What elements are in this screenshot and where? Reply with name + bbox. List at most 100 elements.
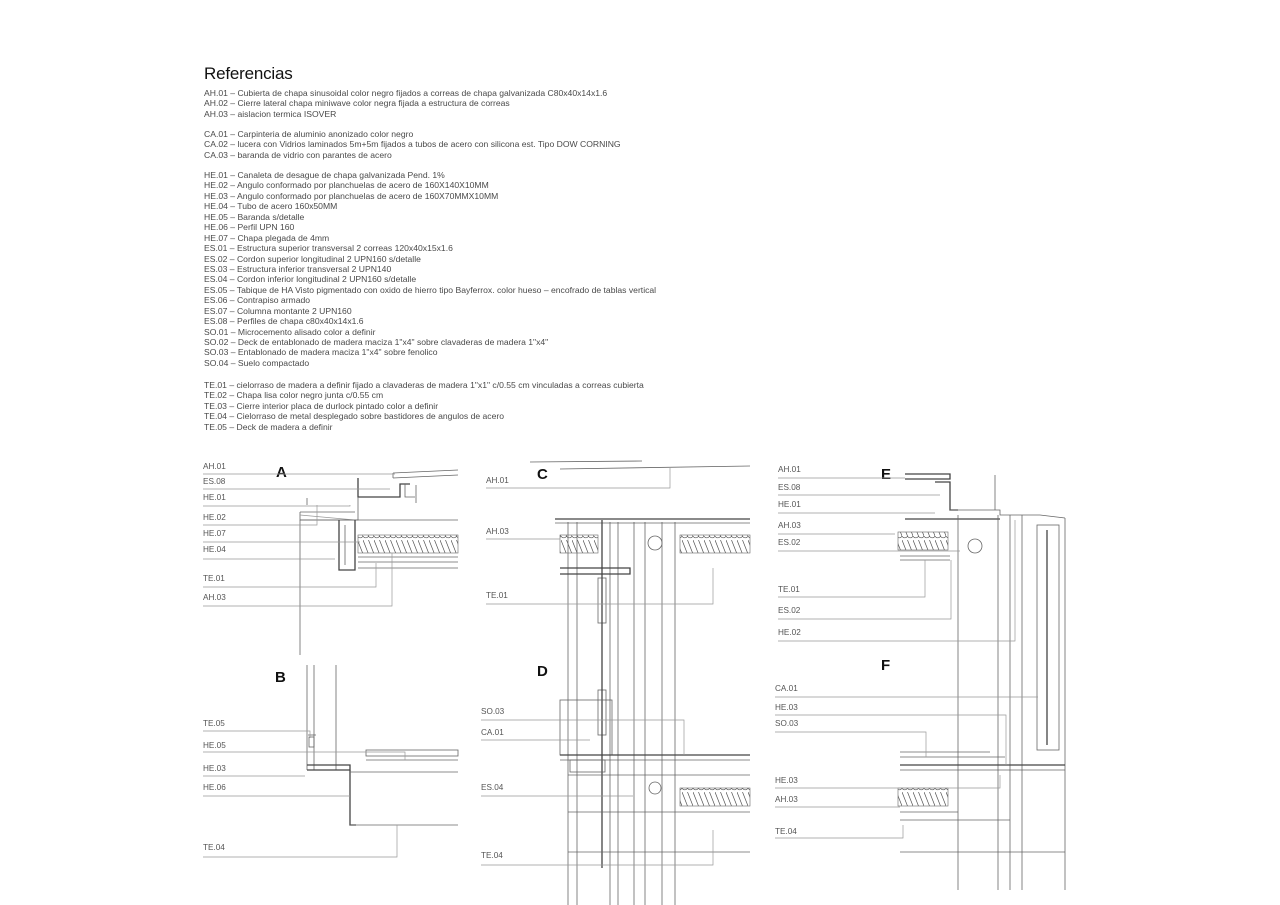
callout-label: HE.05 xyxy=(203,741,226,750)
drawing-line xyxy=(307,764,351,771)
reference-item: HE.05 – Baranda s/detalle xyxy=(204,211,305,222)
callout-label: TE.05 xyxy=(203,719,225,728)
reference-item: ES.01 – Estructura superior transversal … xyxy=(204,243,453,254)
reference-item: HE.07 – Chapa plegada de 4mm xyxy=(204,232,330,243)
callout-label: AH.03 xyxy=(775,795,798,804)
insulation xyxy=(679,787,751,807)
reference-item: SO.03 – Entablonado de madera maciza 1"x… xyxy=(204,347,438,358)
insulation xyxy=(897,787,949,807)
reference-item: CA.02 – lucera con Vidrios laminados 5m+… xyxy=(204,139,621,150)
references-ca: CA.01 – Carpinteria de aluminio anonizad… xyxy=(204,129,621,160)
reference-item: CA.03 – baranda de vidrio con parantes d… xyxy=(204,149,392,160)
reference-item: SO.04 – Suelo compactado xyxy=(204,357,310,368)
callout-label: ES.08 xyxy=(203,477,226,486)
drawing-line xyxy=(950,509,1066,519)
tube-section xyxy=(647,535,663,551)
leader-line xyxy=(203,563,377,588)
reference-item: HE.02 – Angulo conformado por planchuela… xyxy=(204,180,489,191)
leader-line xyxy=(203,825,398,858)
callout-label: HE.03 xyxy=(775,776,798,785)
reference-item: TE.03 – Cierre interior placa de durlock… xyxy=(204,400,439,411)
reference-item: ES.03 – Estructura inferior transversal … xyxy=(204,263,392,274)
reference-item: AH.02 – Cierre lateral chapa miniwave co… xyxy=(204,98,510,109)
reference-item: ES.04 – Cordon inferior longitudinal 2 U… xyxy=(204,274,417,285)
insulation xyxy=(679,534,751,554)
callout-label: HE.01 xyxy=(203,493,226,502)
drawing-shape xyxy=(308,736,315,748)
callout-label: TE.04 xyxy=(481,851,503,860)
reference-item: AH.03 – aislacion termica ISOVER xyxy=(204,108,337,119)
callout-label: TE.04 xyxy=(203,843,225,852)
detail-title-a: A xyxy=(276,464,287,481)
reference-item: HE.04 – Tubo de acero 160x50MM xyxy=(204,201,338,212)
callout-label: SO.03 xyxy=(481,707,505,716)
drawing-line xyxy=(404,484,415,498)
drawing-line xyxy=(392,469,459,474)
reference-item: ES.06 – Contrapiso armado xyxy=(204,295,311,306)
leader-line xyxy=(203,730,311,738)
reference-item: HE.06 – Perfil UPN 160 xyxy=(204,222,295,233)
leader-line xyxy=(775,714,1007,765)
callout-label: SO.03 xyxy=(775,719,799,728)
tube-section xyxy=(967,538,983,554)
callout-label: CA.01 xyxy=(775,684,798,693)
drawing-shape xyxy=(569,759,606,773)
detail-title-b: B xyxy=(275,669,286,686)
callout-label: TE.01 xyxy=(486,591,508,600)
leader-line xyxy=(778,560,952,620)
page-title: Referencias xyxy=(204,64,293,83)
reference-item: TE.05 – Deck de madera a definir xyxy=(204,421,333,432)
drawing-line xyxy=(357,478,410,498)
callout-label: ES.02 xyxy=(778,538,801,547)
leader-line xyxy=(203,553,393,607)
reference-item: ES.05 – Tabique de HA Visto pigmentado c… xyxy=(204,284,657,295)
leader-line xyxy=(486,568,714,605)
drawing-line xyxy=(559,465,751,470)
reference-item: TE.02 – Chapa lisa color negro junta c/0… xyxy=(204,390,384,401)
callout-label: AH.03 xyxy=(203,593,226,602)
drawing-line xyxy=(299,514,356,521)
drawing-line xyxy=(560,567,631,575)
callout-label: AH.03 xyxy=(486,527,509,536)
leader-line xyxy=(203,751,406,760)
detail-title-f: F xyxy=(881,657,890,674)
detail-title-e: E xyxy=(881,466,891,483)
callout-label: AH.01 xyxy=(778,465,801,474)
leader-line xyxy=(778,520,1016,642)
callout-label: HE.02 xyxy=(778,628,801,637)
reference-item: TE.01 – cielorraso de madera a definir f… xyxy=(204,380,644,390)
callout-label: ES.08 xyxy=(778,483,801,492)
callout-label: AH.01 xyxy=(203,462,226,471)
callout-label: ES.02 xyxy=(778,606,801,615)
leader-line xyxy=(203,505,318,526)
leader-line xyxy=(775,825,904,839)
reference-item: HE.03 – Angulo conformado por planchuela… xyxy=(204,190,499,201)
callout-label: ES.04 xyxy=(481,783,504,792)
callout-label: AH.03 xyxy=(778,521,801,530)
drawing-line xyxy=(338,520,356,571)
reference-item: TE.04 – Cielorraso de metal desplegado s… xyxy=(204,411,505,422)
drawing-shape xyxy=(1036,524,1060,751)
callout-label: TE.01 xyxy=(203,574,225,583)
drawing-line xyxy=(349,770,356,826)
drawing-line xyxy=(392,474,459,479)
reference-item: HE.01 – Canaleta de desague de chapa gal… xyxy=(204,170,445,180)
reference-item: ES.02 – Cordon superior longitudinal 2 U… xyxy=(204,253,421,264)
insulation xyxy=(357,534,459,554)
tube-section xyxy=(648,781,662,795)
drawing-line xyxy=(529,460,643,463)
detail-title-c: C xyxy=(537,466,548,483)
leader-line xyxy=(481,719,685,755)
callout-label: TE.01 xyxy=(778,585,800,594)
callout-label: CA.01 xyxy=(481,728,504,737)
callout-label: AH.01 xyxy=(486,476,509,485)
reference-item: SO.02 – Deck de entablonado de madera ma… xyxy=(204,337,549,347)
drawing-line xyxy=(905,473,951,480)
callout-label: HE.03 xyxy=(203,764,226,773)
references-ah: AH.01 – Cubierta de chapa sinusoidal col… xyxy=(204,88,607,119)
leader-line xyxy=(778,560,926,598)
callout-label: HE.06 xyxy=(203,783,226,792)
detail-title-d: D xyxy=(537,663,548,680)
reference-item: AH.01 – Cubierta de chapa sinusoidal col… xyxy=(204,88,608,98)
